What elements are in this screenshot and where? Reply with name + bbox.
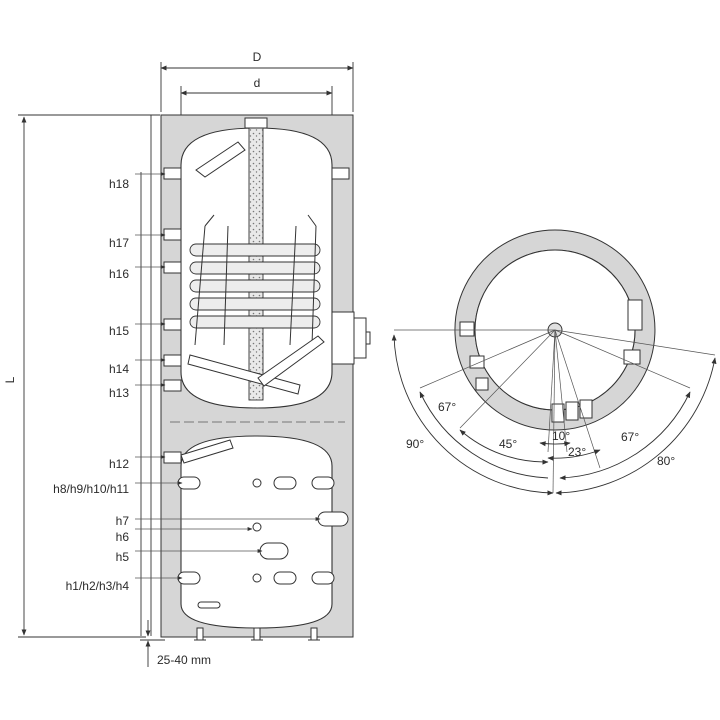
foot-clearance: 25-40 mm	[140, 620, 211, 667]
label-h18: h18	[109, 177, 129, 191]
label-h13: h13	[109, 386, 129, 400]
anode-rod	[248, 119, 264, 401]
dimension-length: L	[3, 114, 160, 638]
angle-arcs	[391, 334, 717, 496]
label-h12: h12	[109, 457, 129, 471]
label-h6: h6	[116, 530, 130, 544]
label-L: L	[3, 376, 17, 383]
angle-45: 45°	[499, 437, 517, 451]
height-labels: h18 h17 h16 h15 h14 h13 h12 h8/h9/h10/h1…	[53, 177, 129, 593]
angle-10: 10°	[552, 429, 570, 443]
label-foot-clearance: 25-40 mm	[157, 653, 211, 667]
label-d: d	[254, 76, 261, 90]
lower-tank-ports	[163, 439, 349, 609]
angle-67-left: 67°	[438, 400, 456, 414]
angle-80: 80°	[657, 454, 675, 468]
dimension-outer-diameter: D	[160, 50, 354, 112]
upper-tank-ports	[163, 167, 371, 392]
side-view: D d L	[3, 50, 371, 667]
label-h15: h15	[109, 324, 129, 338]
label-h16: h16	[109, 267, 129, 281]
angle-67-right: 67°	[621, 430, 639, 444]
label-h7: h7	[116, 514, 130, 528]
heating-coil	[189, 214, 321, 346]
label-h5: h5	[116, 550, 130, 564]
label-h1-h4: h1/h2/h3/h4	[66, 579, 130, 593]
label-D: D	[253, 50, 262, 64]
lower-tank	[180, 435, 333, 629]
label-h8-h11: h8/h9/h10/h11	[53, 482, 129, 496]
angle-90: 90°	[406, 437, 424, 451]
height-ticks	[135, 172, 321, 580]
label-h17: h17	[109, 236, 129, 250]
tank-legs	[194, 627, 320, 641]
label-h14: h14	[109, 362, 129, 376]
top-view: 67° 90° 45° 10° 23° 67° 80°	[391, 229, 717, 496]
angle-23: 23°	[568, 445, 586, 459]
angle-labels: 67° 90° 45° 10° 23° 67° 80°	[406, 400, 675, 468]
